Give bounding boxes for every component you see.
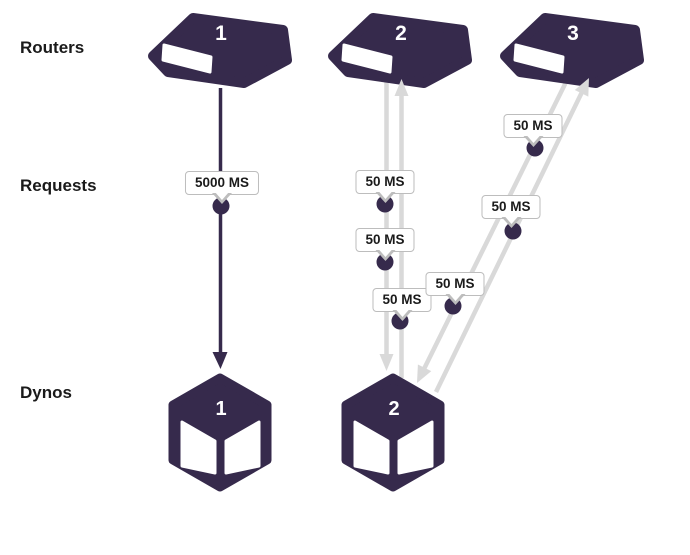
latency-badge: 50 MS (503, 114, 563, 147)
row-label-routers: Routers (20, 38, 85, 57)
badge-tail-icon (375, 191, 395, 203)
dyno2-router3-line (433, 91, 585, 393)
badge-tail-icon (445, 293, 465, 305)
dyno-number: 1 (215, 398, 226, 420)
latency-badge: 50 MS (355, 170, 415, 203)
latency-badge-label: 50 MS (382, 292, 422, 307)
latency-badge: 50 MS (372, 288, 432, 321)
router-number: 1 (215, 22, 227, 45)
latency-badge-label: 50 MS (365, 232, 405, 247)
latency-badge-label: 5000 MS (194, 175, 250, 190)
router-2-icon: 2 (328, 13, 472, 88)
dyno-1-icon: 1 (168, 373, 272, 492)
badge-tail-icon (523, 135, 543, 147)
router-slot (513, 43, 565, 74)
router-1-icon: 1 (148, 13, 292, 88)
router-slot (341, 43, 393, 74)
latency-badge: 50 MS (355, 228, 415, 261)
row-label-requests: Requests (20, 176, 97, 195)
arrowhead-down-dark-icon (212, 352, 228, 369)
dyno-left-face (353, 420, 390, 475)
dyno-right-face (397, 420, 434, 475)
router-3-icon: 3 (500, 13, 644, 88)
row-label-dynos: Dynos (20, 383, 72, 402)
arrowhead-diag-up-icon (574, 78, 589, 97)
latency-badge: 50 MS (481, 195, 541, 228)
latency-badge-label: 50 MS (365, 174, 405, 189)
dyno-right-face (224, 420, 261, 475)
arrowhead-diag-down-icon (417, 364, 432, 383)
dyno-number: 2 (388, 398, 399, 420)
router-number: 2 (395, 22, 407, 45)
latency-badge: 50 MS (425, 272, 485, 305)
badge-tail-icon (392, 309, 412, 321)
arrowhead-up-gray-icon (394, 79, 409, 96)
arrowheads (212, 78, 589, 383)
latency-badge-label: 50 MS (435, 276, 475, 291)
dyno-left-face (180, 420, 217, 475)
latency-badge: 5000 MS (184, 171, 260, 204)
badge-tail-icon (501, 216, 521, 228)
latency-badge-label: 50 MS (513, 118, 553, 133)
arrowhead-down-gray-icon (379, 354, 394, 371)
dyno-2-icon: 2 (341, 373, 445, 492)
router-number: 3 (567, 22, 579, 45)
router-slot (161, 43, 213, 74)
latency-badge-label: 50 MS (491, 199, 531, 214)
badge-tail-icon (375, 249, 395, 261)
badge-tail-icon (211, 192, 232, 204)
